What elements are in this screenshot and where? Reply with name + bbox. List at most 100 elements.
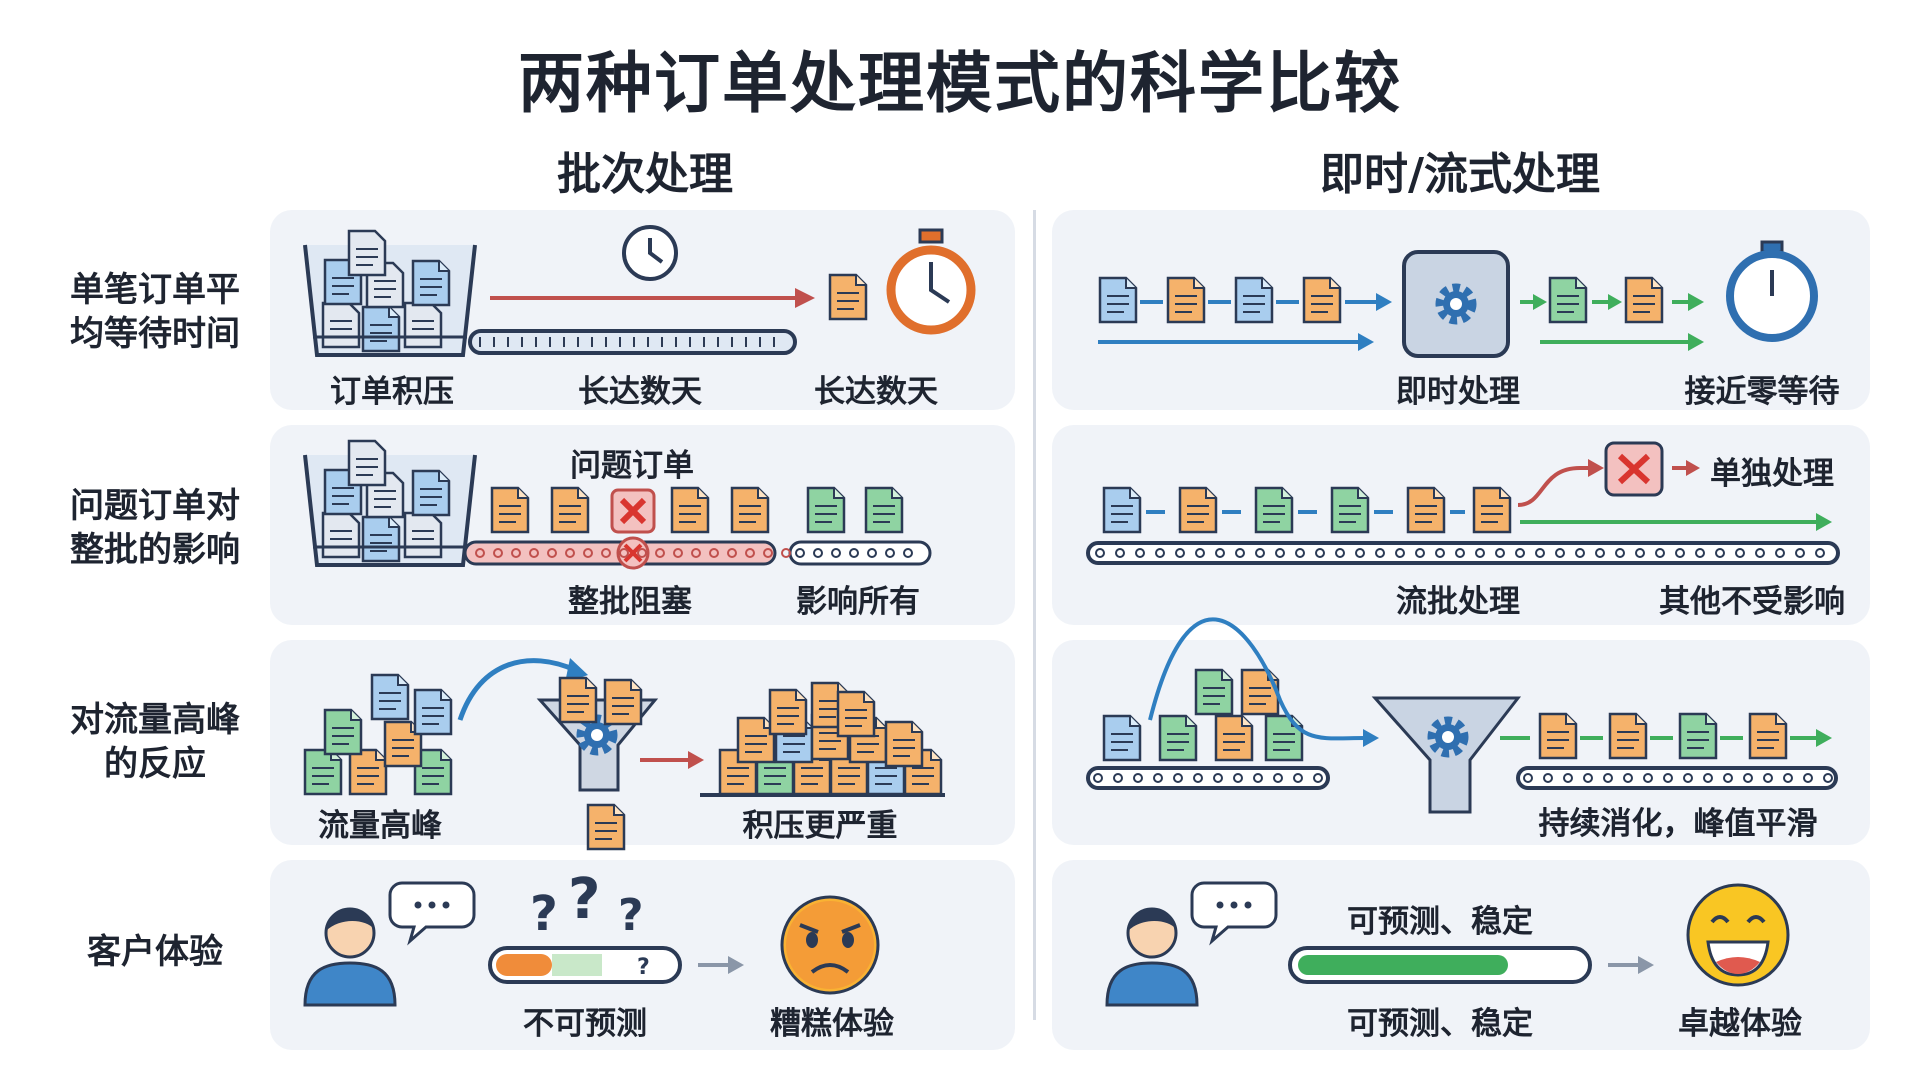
- conveyor-dot: [1455, 548, 1465, 558]
- happy-face-icon: [1686, 883, 1790, 987]
- conveyor-dot: [1743, 773, 1753, 783]
- conveyor-dot: [1623, 773, 1633, 783]
- stopwatch-icon: [1726, 240, 1818, 342]
- conveyor-dot: [795, 548, 805, 558]
- conveyor-dot: [867, 548, 877, 558]
- conveyor-dot: [1153, 773, 1163, 783]
- conveyor-dot: [565, 548, 575, 558]
- stream-peak-illustration: [1086, 617, 1838, 814]
- conveyor-dot: [903, 548, 913, 558]
- conveyor-dot: [691, 548, 701, 558]
- conveyor-dot: [655, 548, 665, 558]
- conveyor-dot: [1133, 773, 1143, 783]
- conveyor-dot: [781, 548, 791, 558]
- conveyor-dot: [475, 548, 485, 558]
- conveyor-dot: [1293, 773, 1303, 783]
- conveyor-dot: [763, 548, 773, 558]
- conveyor-dot: [1155, 548, 1165, 558]
- conveyor-dot: [547, 548, 557, 558]
- conveyor-dot: [1313, 773, 1323, 783]
- conveyor-dot: [1755, 548, 1765, 558]
- conveyor-dot: [709, 548, 719, 558]
- stopwatch-icon: [886, 228, 976, 335]
- batch-experience-illustration: ? ? ? ?: [303, 867, 880, 1007]
- label-excellent: 卓越体验: [1678, 1006, 1802, 1042]
- conveyor-dot: [1235, 548, 1245, 558]
- conveyor-dot: [1415, 548, 1425, 558]
- conveyor-dot: [1535, 548, 1545, 558]
- label-near-zero: 接近零等待: [1684, 374, 1840, 410]
- label-blocked: 整批阻塞: [568, 584, 692, 620]
- batch-peak-illustration: [303, 658, 945, 851]
- conveyor-dot: [1093, 773, 1103, 783]
- conveyor-dot: [1703, 773, 1713, 783]
- conveyor-dot: [1555, 548, 1565, 558]
- conveyor-dot: [1583, 773, 1593, 783]
- conveyor-dot: [1213, 773, 1223, 783]
- conveyor-dot: [1173, 773, 1183, 783]
- conveyor-dot: [1615, 548, 1625, 558]
- conveyor-dot: [1683, 773, 1693, 783]
- conveyor-dot: [1823, 773, 1833, 783]
- conveyor-dot: [511, 548, 521, 558]
- label-wait-result: 长达数天: [814, 374, 938, 410]
- conveyor-dot: [849, 548, 859, 558]
- conveyor-dot: [1795, 548, 1805, 558]
- conveyor-dot: [1783, 773, 1793, 783]
- label-affect-all: 影响所有: [796, 584, 920, 620]
- conveyor-dot: [1295, 548, 1305, 558]
- page-title: 两种订单处理模式的科学比较: [518, 45, 1402, 122]
- label-traffic-peak: 流量高峰: [318, 808, 442, 844]
- conveyor-dot: [885, 548, 895, 558]
- label-flow: 流批处理: [1396, 584, 1520, 620]
- column-header-stream: 即时/流式处理: [1319, 149, 1601, 200]
- svg-text:?: ?: [568, 867, 600, 932]
- conveyor-dot: [1595, 548, 1605, 558]
- conveyor-dot: [1095, 548, 1105, 558]
- label-problem-order: 问题订单: [570, 448, 694, 484]
- conveyor-dot: [1543, 773, 1553, 783]
- conveyor-dot: [1435, 548, 1445, 558]
- conveyor-dot: [745, 548, 755, 558]
- conveyor-dot: [1515, 548, 1525, 558]
- conveyor-dot: [1115, 548, 1125, 558]
- conveyor-dot: [1215, 548, 1225, 558]
- conveyor-dot: [1335, 548, 1345, 558]
- conveyor-dot: [1803, 773, 1813, 783]
- label-bad-experience: 糟糕体验: [770, 1006, 894, 1042]
- conveyor-dot: [1663, 773, 1673, 783]
- conveyor-dot: [1815, 548, 1825, 558]
- stream-wait-illustration: [1098, 240, 1818, 358]
- conveyor-dot: [1495, 548, 1505, 558]
- label-instant: 即时处理: [1396, 374, 1520, 410]
- conveyor-dot: [1723, 773, 1733, 783]
- label-others-ok: 其他不受影响: [1659, 584, 1845, 620]
- sad-face-icon: [780, 895, 880, 995]
- label-duration: 长达数天: [578, 374, 702, 410]
- conveyor-dot: [1275, 548, 1285, 558]
- conveyor-dot: [583, 548, 593, 558]
- label-worse-backlog: 积压更严重: [742, 808, 898, 844]
- stream-experience-illustration: [1105, 881, 1790, 1007]
- label-smooth: 持续消化，峰值平滑: [1538, 806, 1818, 842]
- conveyor-dot: [1563, 773, 1573, 783]
- conveyor-dot: [1355, 548, 1365, 558]
- label-backlog: 订单积压: [330, 374, 454, 410]
- conveyor-dot: [619, 548, 629, 558]
- conveyor-dot: [1253, 773, 1263, 783]
- conveyor-dot: [1315, 548, 1325, 558]
- conveyor-dot: [1195, 548, 1205, 558]
- column-header-batch: 批次处理: [557, 149, 733, 200]
- conveyor-dot: [1135, 548, 1145, 558]
- conveyor-dot: [1395, 548, 1405, 558]
- conveyor-dot: [1735, 548, 1745, 558]
- conveyor-dot: [1375, 548, 1385, 558]
- conveyor-dot: [493, 548, 503, 558]
- conveyor-dot: [1193, 773, 1203, 783]
- conveyor-dot: [1523, 773, 1533, 783]
- conveyor-dot: [1695, 548, 1705, 558]
- label-separate: 单独处理: [1710, 456, 1834, 492]
- label-unpredictable: 不可预测: [523, 1006, 647, 1042]
- conveyor-dot: [673, 548, 683, 558]
